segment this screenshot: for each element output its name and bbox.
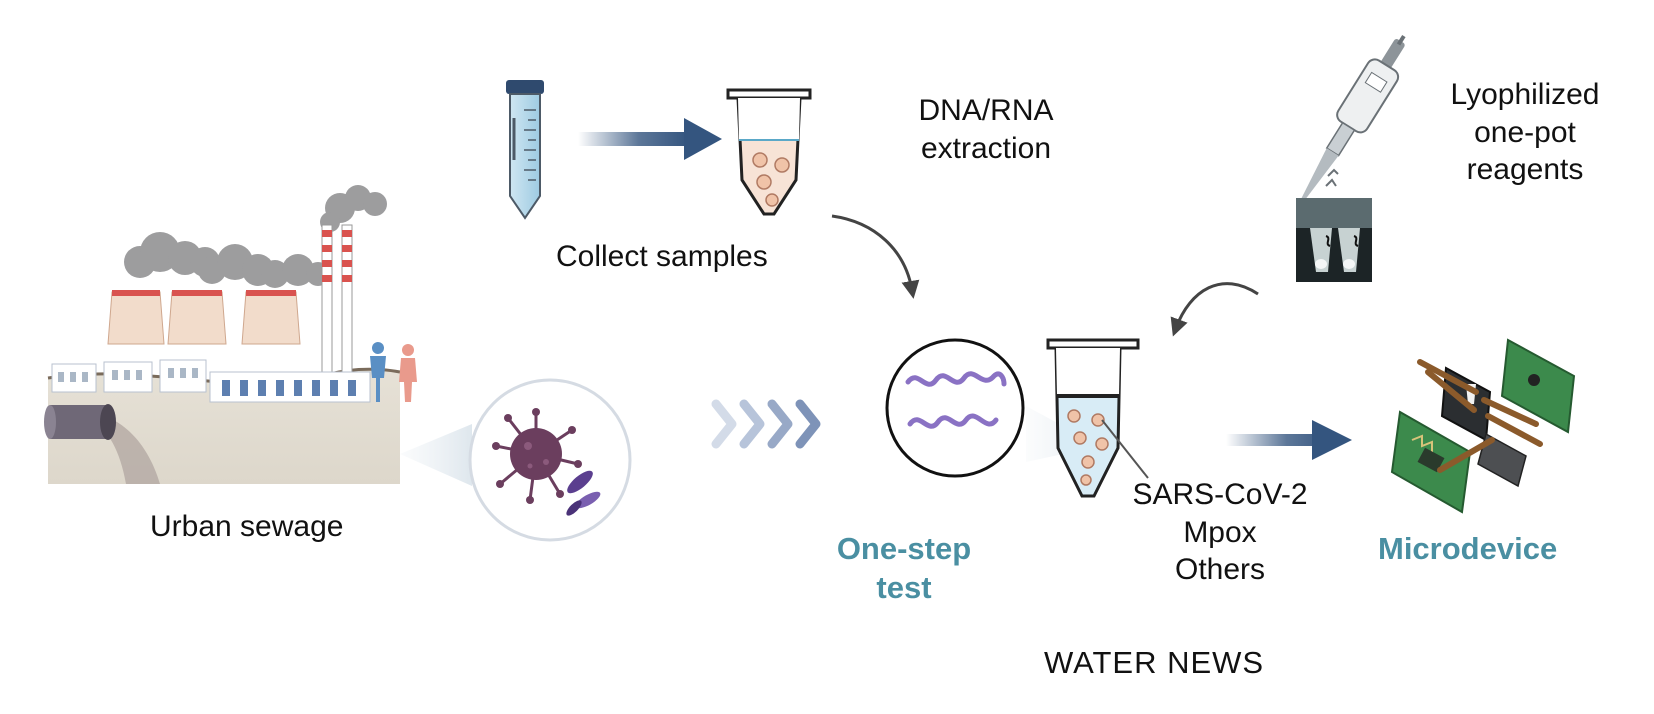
virus-icon	[492, 408, 582, 504]
one-step-test-label: One-step test	[822, 530, 986, 608]
reagent-photo	[1296, 198, 1372, 282]
arrow-extraction	[831, 214, 920, 299]
droplet-icon	[1325, 168, 1339, 187]
rna-magnifier	[885, 338, 1025, 478]
pipette-icon	[1296, 34, 1406, 209]
arrow-collect-head	[684, 118, 722, 160]
one-step-line-2: test	[876, 569, 932, 605]
microdevice-icon	[1390, 338, 1576, 514]
falcon-tube-icon	[506, 80, 544, 220]
one-step-line-1: One-step	[836, 531, 972, 566]
arrow-microdevice-head	[1312, 420, 1352, 460]
collect-samples-label: Collect samples	[556, 240, 768, 273]
extraction-label: DNA/RNA extraction	[896, 92, 1076, 167]
microtube-icon	[1046, 338, 1140, 498]
footer-label: WATER NEWS	[1044, 645, 1265, 680]
extraction-line-1: DNA/RNA	[918, 94, 1054, 127]
lyophilized-line-1: Lyophilized	[1450, 78, 1600, 111]
target-sars-cov-2: SARS-CoV-2	[1132, 478, 1308, 511]
arrow-collect	[578, 132, 688, 146]
chevron-icon	[711, 399, 821, 449]
target-others: Others	[1174, 553, 1266, 586]
rna-strand-icon	[905, 371, 1007, 429]
microtube-icon	[726, 88, 812, 216]
lyophilized-line-3: reagents	[1466, 153, 1584, 186]
target-pointer	[1101, 419, 1149, 479]
factory-icon	[47, 185, 401, 484]
urban-sewage-label: Urban sewage	[150, 510, 344, 543]
microdevice-label: Microdevice	[1378, 531, 1558, 566]
sewage-pipe-icon	[44, 404, 160, 484]
target-mpox: Mpox	[1183, 515, 1257, 549]
lyophilized-line-2: one-pot	[1474, 115, 1576, 149]
person-icon	[370, 342, 417, 402]
arrow-microdevice	[1226, 434, 1336, 446]
arrow-reagents	[1170, 282, 1259, 337]
lyophilized-label: Lyophilized one-pot reagents	[1430, 76, 1620, 189]
targets-label: SARS-CoV-2 Mpox Others	[1120, 476, 1320, 589]
extraction-line-2: extraction	[920, 131, 1052, 165]
bacteria-icon	[566, 470, 601, 516]
